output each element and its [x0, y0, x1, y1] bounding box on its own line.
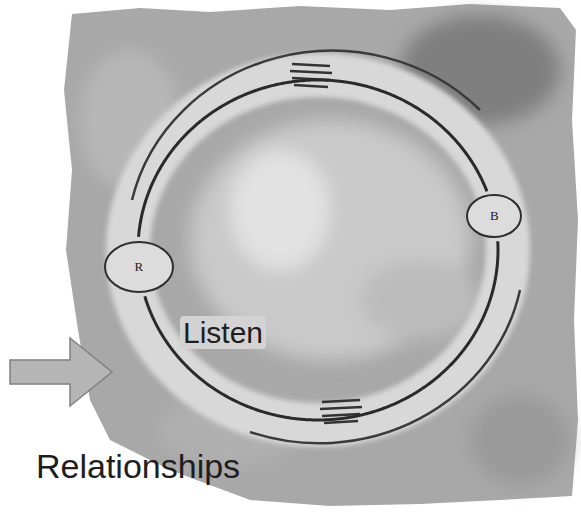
caption-word: Listen [180, 316, 266, 349]
oval-shape [467, 195, 521, 237]
torn-paper [64, 4, 578, 506]
pointer-arrow [10, 338, 112, 406]
caption-word: Relationships [36, 448, 240, 485]
ring-outer-stroke [250, 290, 520, 443]
loop-ring [128, 75, 508, 425]
loop-arc [145, 241, 498, 420]
oval-text-holder: B [466, 194, 522, 238]
loop-oval: B [466, 194, 522, 238]
delay-marks [290, 64, 362, 423]
paper-texture [80, 15, 570, 485]
oval-shape [105, 242, 173, 292]
loop-marker: R [135, 259, 144, 275]
loop-marker: B [490, 208, 499, 224]
ring-outer-stroke [132, 51, 480, 200]
loop-arc [139, 80, 487, 237]
loop-oval: R [104, 241, 174, 293]
oval-text-holder: R [104, 241, 174, 293]
